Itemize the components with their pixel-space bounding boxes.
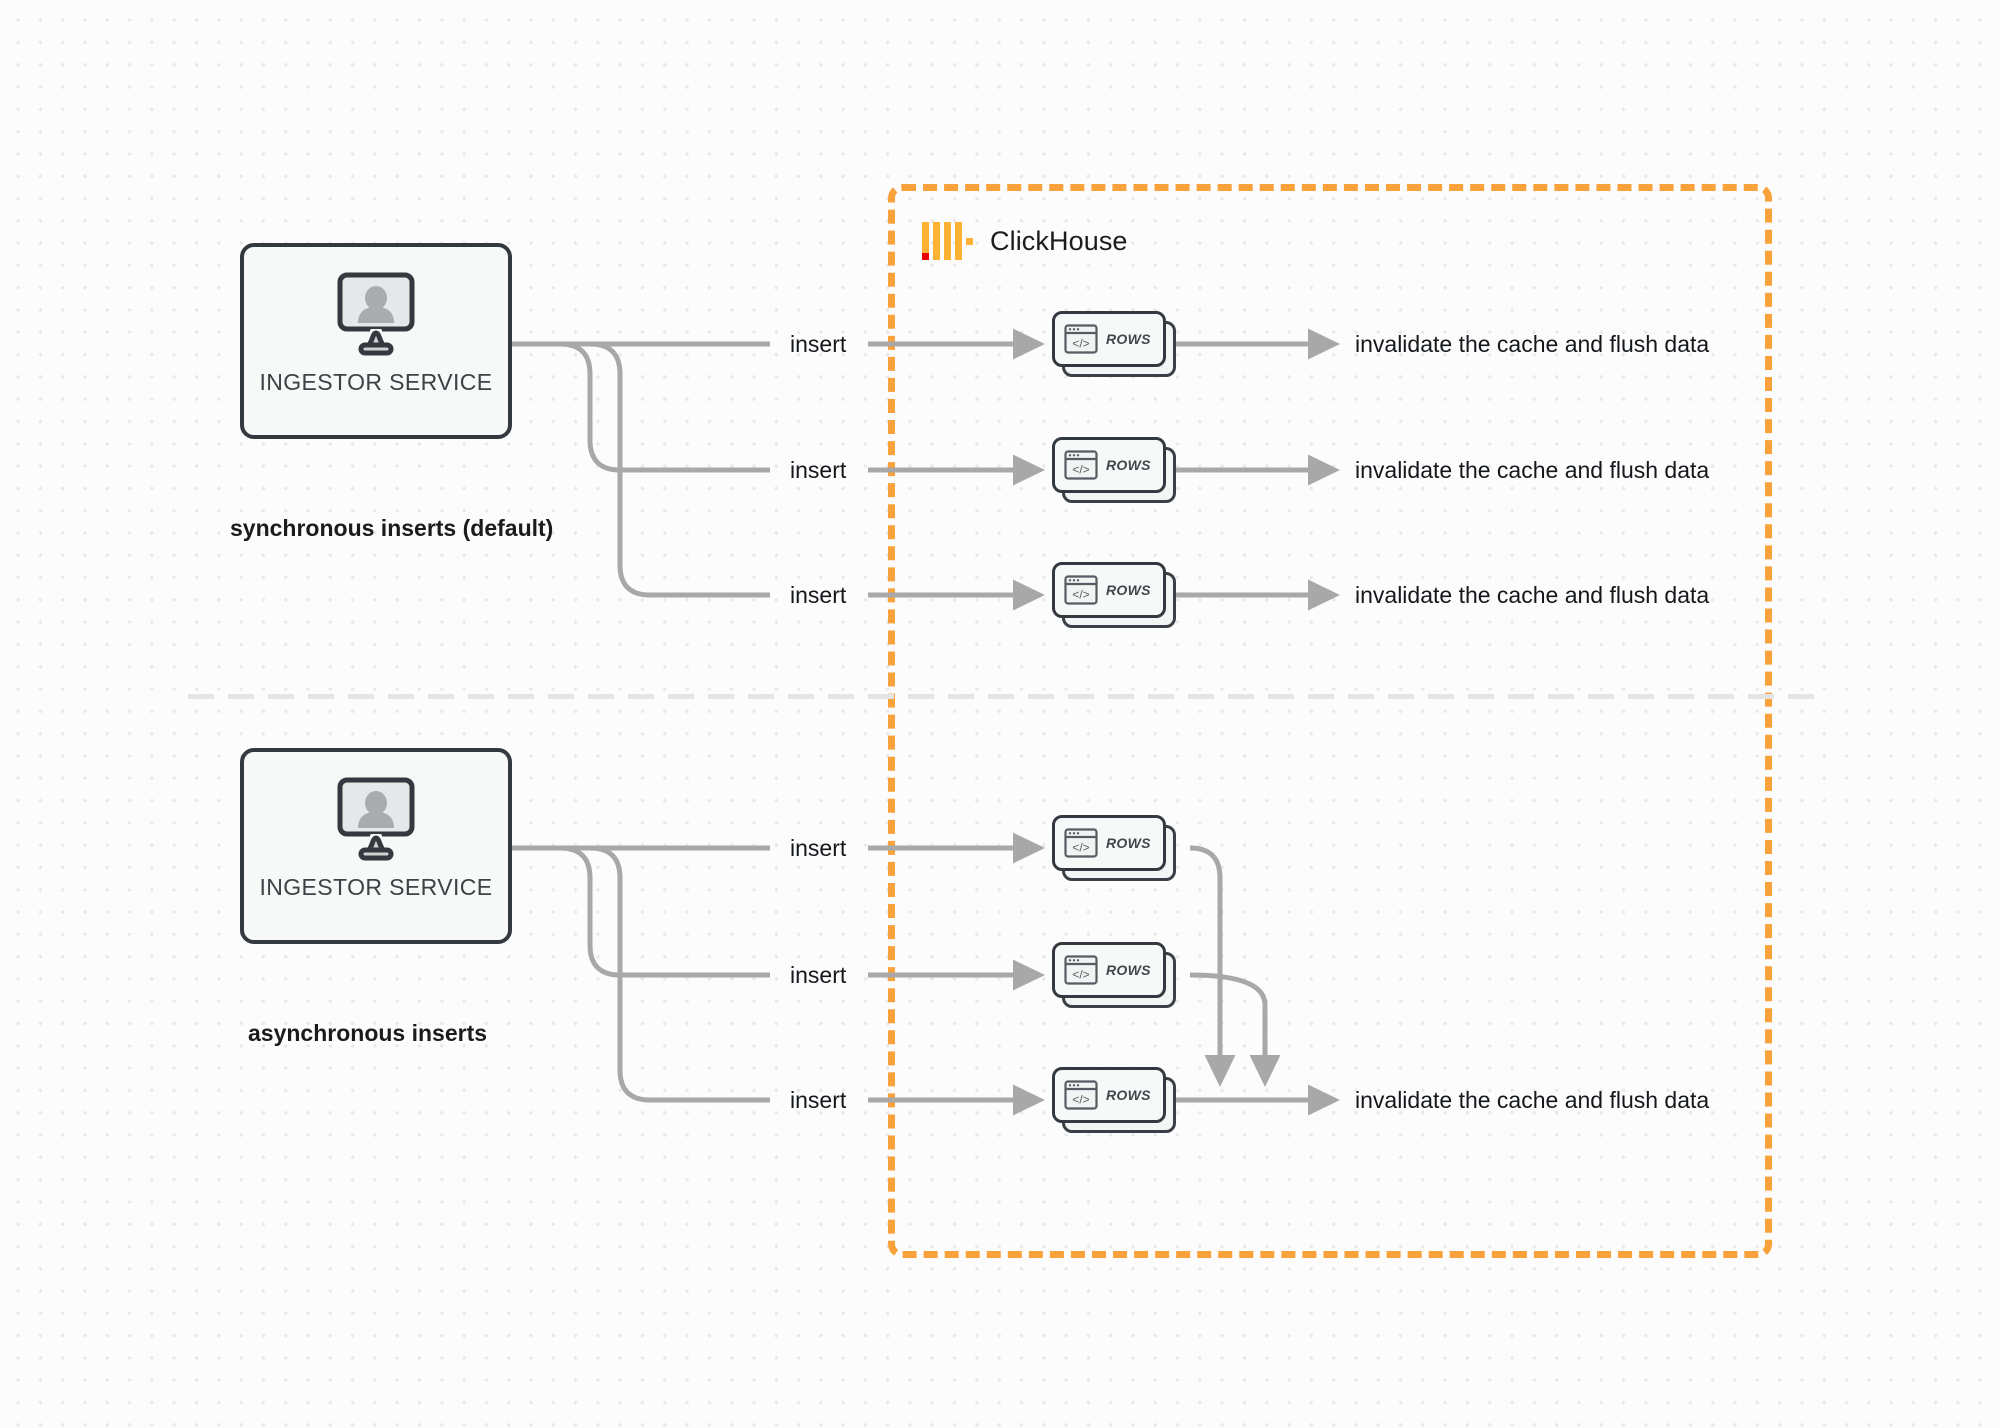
monitor-user-icon: [337, 272, 415, 356]
clickhouse-logo-icon: [922, 222, 973, 260]
rows-card[interactable]: </> ROWS: [1052, 437, 1176, 503]
insert-label: insert: [790, 1087, 847, 1113]
mode-label-async: asynchronous inserts: [248, 1020, 488, 1046]
rows-card-front: </> ROWS: [1052, 1067, 1166, 1123]
rows-card[interactable]: </> ROWS: [1052, 562, 1176, 628]
insert-label: insert: [790, 582, 847, 608]
wire-async-branch-2: [559, 845, 770, 978]
insert-label: insert: [790, 457, 847, 483]
rows-card-label: ROWS: [1106, 582, 1151, 598]
rows-card-front: </> ROWS: [1052, 311, 1166, 367]
svg-text:</>: </>: [1072, 588, 1089, 602]
clickhouse-branding: ClickHouse: [922, 222, 1128, 260]
wire-sync-branch-3: [589, 341, 770, 598]
svg-text:</>: </>: [1072, 337, 1089, 351]
code-window-icon: </>: [1064, 324, 1098, 354]
monitor-user-icon: [337, 777, 415, 861]
rows-card-label: ROWS: [1106, 835, 1151, 851]
code-window-icon: </>: [1064, 575, 1098, 605]
code-window-icon: </>: [1064, 1080, 1098, 1110]
rows-card[interactable]: </> ROWS: [1052, 1067, 1176, 1133]
insert-label: insert: [790, 835, 847, 861]
rows-card-front: </> ROWS: [1052, 562, 1166, 618]
section-divider: [188, 694, 1816, 699]
svg-text:</>: </>: [1072, 968, 1089, 982]
mode-label-sync: synchronous inserts (default): [230, 515, 554, 541]
code-window-icon: </>: [1064, 828, 1098, 858]
svg-text:</>: </>: [1072, 841, 1089, 855]
rows-card-front: </> ROWS: [1052, 942, 1166, 998]
insert-label: insert: [790, 962, 847, 988]
rows-card-label: ROWS: [1106, 331, 1151, 347]
rows-card[interactable]: </> ROWS: [1052, 311, 1176, 377]
ingestor-service-label-async: INGESTOR SERVICE: [259, 874, 493, 900]
rows-card-front: </> ROWS: [1052, 815, 1166, 871]
clickhouse-wordmark: ClickHouse: [990, 225, 1128, 256]
ingestor-service-async[interactable]: INGESTOR SERVICE: [240, 748, 512, 944]
ingestor-service-sync[interactable]: INGESTOR SERVICE: [240, 243, 512, 439]
outcome-label: invalidate the cache and flush data: [1355, 457, 1710, 483]
rows-card-front: </> ROWS: [1052, 437, 1166, 493]
rows-card-label: ROWS: [1106, 962, 1151, 978]
outcome-label-merged: invalidate the cache and flush data: [1355, 1087, 1710, 1113]
rows-card[interactable]: </> ROWS: [1052, 942, 1176, 1008]
clickhouse-region-boundary: [888, 184, 1772, 1258]
wire-async-branch-3: [589, 845, 770, 1103]
outcome-label: invalidate the cache and flush data: [1355, 331, 1710, 357]
rows-card-label: ROWS: [1106, 1087, 1151, 1103]
svg-text:</>: </>: [1072, 1093, 1089, 1107]
code-window-icon: </>: [1064, 450, 1098, 480]
outcome-label: invalidate the cache and flush data: [1355, 582, 1710, 608]
code-window-icon: </>: [1064, 955, 1098, 985]
wire-sync-branch-2: [559, 341, 770, 473]
rows-card[interactable]: </> ROWS: [1052, 815, 1176, 881]
insert-label: insert: [790, 331, 847, 357]
ingestor-service-label-sync: INGESTOR SERVICE: [259, 369, 493, 395]
rows-card-label: ROWS: [1106, 457, 1151, 473]
svg-text:</>: </>: [1072, 463, 1089, 477]
